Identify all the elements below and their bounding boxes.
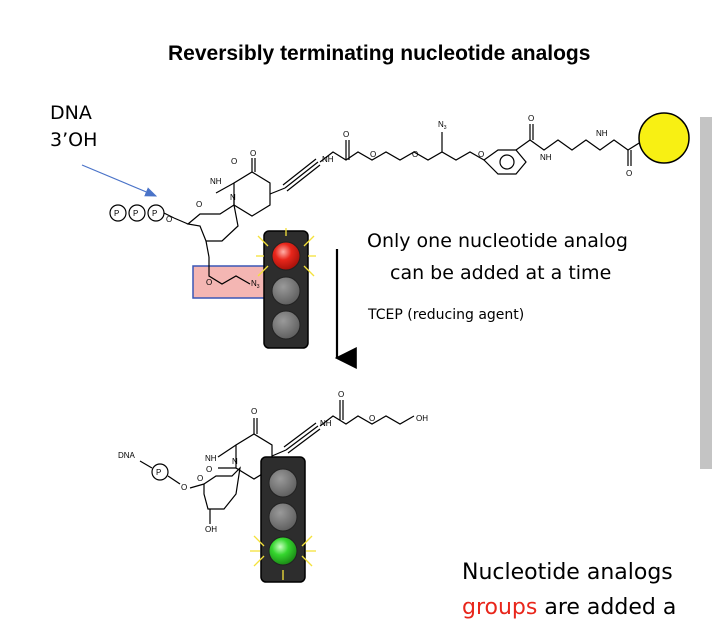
bottom-text-rest: are added a: [537, 595, 677, 620]
bottom-text-line1: Nucleotide analogs: [462, 560, 673, 585]
o-label: O: [250, 149, 256, 158]
red-light-glow-rays: [256, 228, 316, 277]
o-label: O: [197, 474, 203, 483]
sugar-ring: [203, 466, 241, 510]
o-label: O: [196, 200, 202, 209]
nh-label: NH: [596, 129, 608, 138]
amber-lamp-off: [271, 276, 301, 306]
groups-word: groups: [462, 595, 538, 620]
o-label: O: [338, 390, 344, 399]
o-label: O: [206, 465, 212, 474]
nh-label: NH: [210, 177, 222, 186]
benzene-ring: [483, 149, 527, 175]
dna-chem-label: DNA: [118, 451, 136, 460]
amber-lamp-off: [268, 502, 298, 532]
n3-label: N3: [438, 120, 447, 131]
phosphate-label: P: [133, 209, 138, 218]
o-label: O: [166, 215, 172, 224]
bottom-text-line2: groups are added a: [462, 595, 676, 620]
o-label: O: [251, 407, 257, 416]
phosphate-label: P: [156, 468, 161, 477]
bottom-molecule: [139, 400, 415, 524]
top-molecule: [109, 124, 645, 258]
n3-label: N3: [251, 279, 260, 290]
o-label: O: [343, 130, 349, 139]
o-label: O: [528, 114, 534, 123]
slide-title: Reversibly terminating nucleotide analog…: [168, 42, 591, 65]
reagent-label: TCEP (reducing agent): [368, 307, 525, 323]
azidomethyl-blocking-group: O N3: [192, 257, 268, 299]
dna-label-line2: 3’OH: [50, 129, 98, 151]
red-lamp-lit: [271, 241, 301, 271]
green-light-glow-rays: [250, 535, 316, 580]
o-label: O: [478, 150, 484, 159]
phosphate-label: P: [114, 209, 119, 218]
nh-label: NH: [322, 155, 334, 164]
nh-label: NH: [320, 419, 332, 428]
bottom-molecule-labels: DNA P O O OH O NH O N NH O O OH: [118, 390, 428, 534]
side-bar: [700, 117, 712, 469]
traffic-light-red: [256, 228, 316, 349]
dna-3oh-label: DNA 3’OH: [50, 100, 97, 154]
o-label: O: [231, 157, 237, 166]
o-label: O: [412, 150, 418, 159]
sugar-ring: [186, 204, 239, 242]
dna-label-line1: DNA: [50, 102, 92, 124]
n-label: N: [232, 457, 238, 466]
traffic-light-green: [250, 456, 316, 583]
benzene-inner: [499, 154, 515, 170]
top-molecule-labels: P P P O O O O NH N NH O O O N3 O O NH NH…: [114, 114, 632, 224]
green-lamp-lit: [268, 536, 298, 566]
phosphate-circle: [128, 204, 146, 222]
o-label: O: [370, 150, 376, 159]
o-label: O: [626, 169, 632, 178]
phosphate-circle: [109, 204, 127, 222]
nh-label: NH: [205, 454, 217, 463]
azide-highlight-box: [192, 265, 268, 299]
triphosphate: [109, 204, 175, 222]
n-label: N: [230, 193, 236, 202]
o-label: O: [369, 414, 375, 423]
oh-label: OH: [416, 414, 428, 423]
o-label: O: [206, 278, 212, 287]
oh-label: OH: [205, 525, 217, 534]
description-line2: can be added at a time: [390, 262, 612, 284]
fluorophore-dye: [638, 112, 690, 164]
o-label: O: [181, 483, 187, 492]
pointer-arrow: [81, 164, 158, 197]
phosphate-label: P: [152, 209, 157, 218]
red-lamp-off: [268, 468, 298, 498]
description-line1: Only one nucleotide analog: [367, 230, 628, 252]
nh-label: NH: [540, 153, 552, 162]
green-lamp-off: [271, 310, 301, 340]
phosphate-circle: [151, 463, 169, 481]
uracil-ring: [233, 171, 271, 217]
